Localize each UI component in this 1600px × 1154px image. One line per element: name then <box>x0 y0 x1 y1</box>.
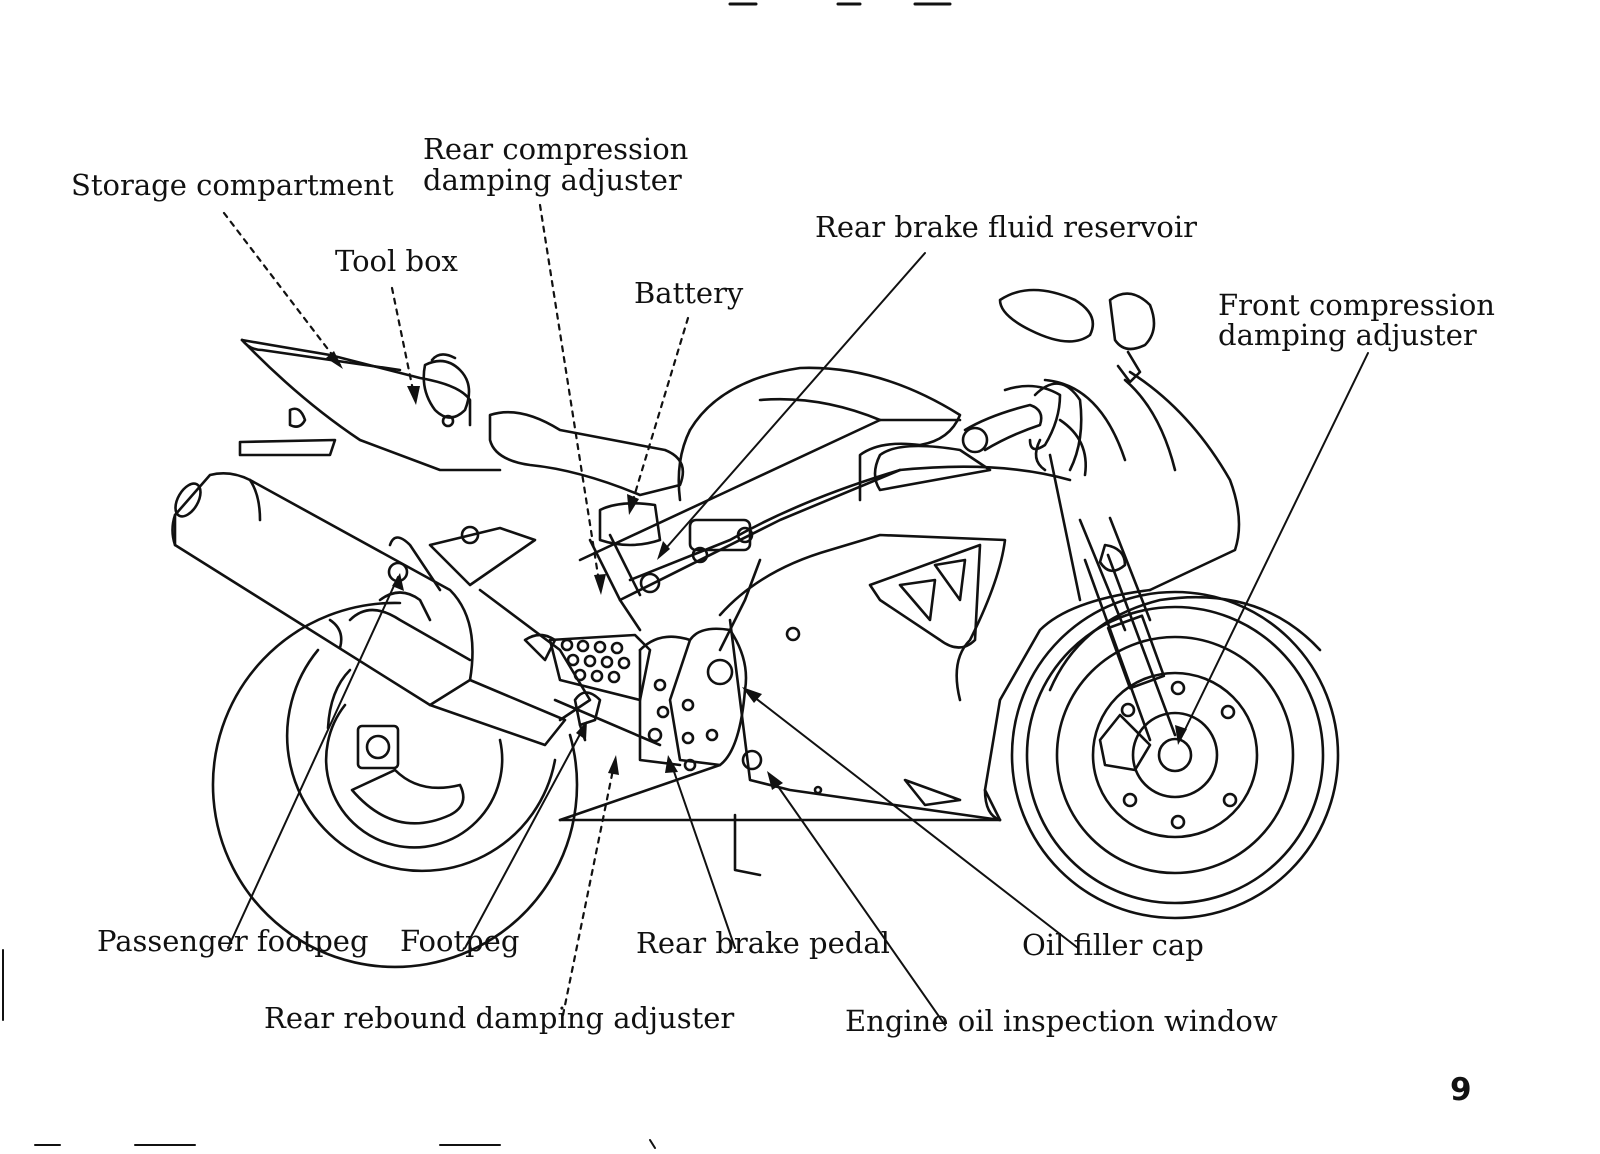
front-fork <box>1078 516 1177 742</box>
label-battery: Battery <box>634 276 744 310</box>
engine <box>558 558 1002 877</box>
fuel-tank <box>677 366 992 502</box>
label-rear-brake-pedal: Rear brake pedal <box>636 926 890 960</box>
front-fairing <box>983 288 1241 822</box>
scan-marks <box>2 949 656 1149</box>
exhaust-muffler <box>171 472 567 747</box>
label-rear-rebound-damping-adjuster: Rear rebound damping adjuster <box>264 1001 735 1035</box>
label-rear-compression-line1: Rear compression <box>423 132 689 166</box>
handlebars <box>961 384 1062 472</box>
callout-arrowheads <box>326 351 1187 790</box>
label-tool-box: Tool box <box>335 244 458 278</box>
seats <box>422 353 685 497</box>
label-engine-oil-inspection-window: Engine oil inspection window <box>845 1004 1278 1038</box>
page-number: 9 <box>1450 1072 1472 1108</box>
label-storage-compartment: Storage compartment <box>71 168 394 202</box>
rear-suspension <box>378 533 662 747</box>
label-footpeg: Footpeg <box>400 924 520 958</box>
rear-wheel <box>211 601 579 969</box>
label-front-compression-line1: Front compression <box>1218 288 1495 322</box>
label-rear-brake-fluid-reservoir: Rear brake fluid reservoir <box>815 210 1198 244</box>
callout-lines-dashed <box>222 203 690 1017</box>
front-wheel <box>1010 590 1340 920</box>
label-oil-filler-cap: Oil filler cap <box>1022 928 1204 962</box>
label-passenger-footpeg: Passenger footpeg <box>97 924 369 958</box>
tail-section <box>238 338 502 472</box>
side-fairing <box>718 533 1007 822</box>
label-front-compression-line2: damping adjuster <box>1218 318 1477 352</box>
main-frame <box>428 418 1072 602</box>
label-rear-compression-line2: damping adjuster <box>423 163 682 197</box>
callout-lines-solid <box>227 252 1369 1026</box>
footrest-plate <box>523 633 652 702</box>
